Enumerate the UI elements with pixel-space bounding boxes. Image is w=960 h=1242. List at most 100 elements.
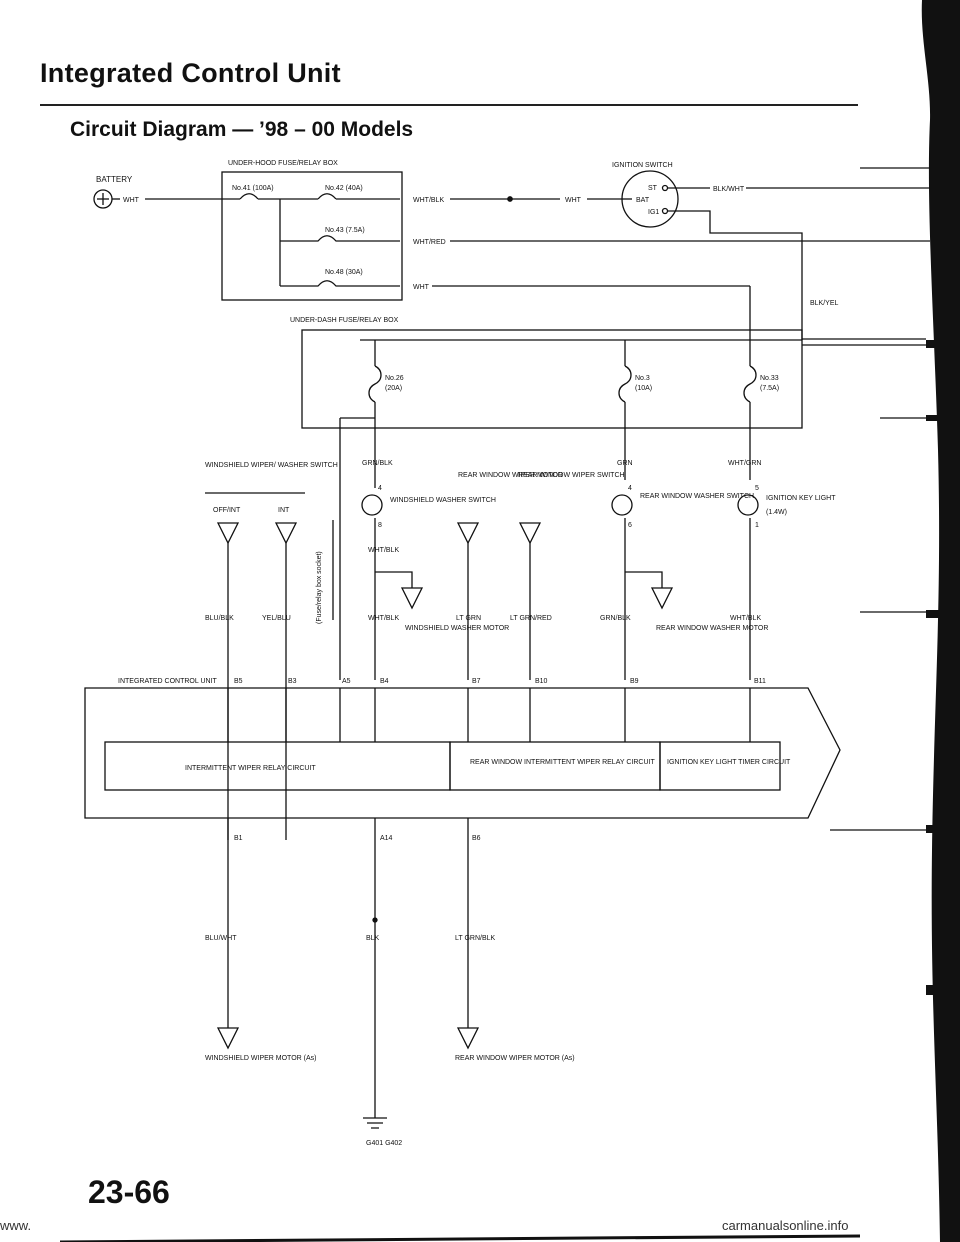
page-edge: [921, 0, 960, 1242]
rear-wiper-motor-as-icon: [456, 1027, 480, 1050]
intermittent-relay-label: INTERMITTENT WIPER RELAY CIRCUIT: [185, 765, 316, 772]
blk-splice: [372, 917, 378, 923]
rw-pin-4: 4: [628, 485, 632, 492]
rw-washer-branch: [625, 571, 663, 588]
fuse-3-label: No.3: [635, 375, 650, 382]
ws-washer-motor-label: WINDSHIELD WASHER MOTOR: [405, 625, 509, 632]
pin-b5: B5: [234, 678, 243, 685]
ws-washer-branch: [375, 571, 413, 588]
ignition-switch-label: IGNITION SWITCH: [612, 162, 673, 169]
wire-wht-underhood: WHT: [413, 284, 430, 291]
wire-wht-blk-key: WHT/BLK: [730, 615, 761, 622]
off-int-terminal-icon: [216, 522, 240, 545]
fuse-3-icon: [618, 365, 632, 403]
page-number: 23-66: [88, 1174, 170, 1210]
icu-label: INTEGRATED CONTROL UNIT: [118, 678, 218, 685]
ignition-key-light-rating: (1.4W): [766, 509, 787, 516]
wire-grn-blk: GRN/BLK: [600, 615, 631, 622]
pin-a5: A5: [342, 678, 351, 685]
rear-washer-motor-label: REAR WINDOW WASHER MOTOR: [656, 625, 768, 632]
fuse-43-wire: [280, 235, 400, 242]
rear-washer-switch-icon: [611, 494, 633, 516]
pin-a14: A14: [380, 835, 393, 842]
wire-blk-yel: BLK/YEL: [810, 300, 839, 307]
ws-wiper-motor-label: WINDSHIELD WIPER MOTOR (As): [205, 1055, 316, 1062]
rear-washer-motor-icon: [650, 587, 674, 610]
key-pin-5: 5: [755, 485, 759, 492]
wire-wht-grn: WHT/GRN: [728, 460, 761, 467]
page-subtitle: Circuit Diagram — ’98 – 00 Models: [70, 118, 414, 141]
wire-wht-ign: WHT: [565, 197, 582, 204]
fuse-42-label: No.42 (40A): [325, 185, 363, 192]
ign-bat: BAT: [636, 197, 650, 204]
fuse-48-wire: [280, 280, 400, 287]
ign-ig1-terminal: [661, 207, 669, 215]
icu-body: [84, 687, 841, 819]
wire-blk-wht: BLK/WHT: [713, 186, 745, 193]
pin-b6: B6: [472, 835, 481, 842]
wire-wht-red: WHT/RED: [413, 239, 446, 246]
pin-b7: B7: [472, 678, 481, 685]
ground-label: G401 G402: [366, 1140, 402, 1147]
pin-b11: B11: [754, 678, 766, 685]
wire-grn: GRN: [617, 460, 633, 467]
page-title: Integrated Control Unit: [40, 58, 341, 88]
watermark-right: carmanualsonline.info: [722, 1218, 849, 1233]
ground-icon: [363, 1117, 387, 1129]
wire-yel-blu: YEL/BLU: [262, 615, 291, 622]
wire-wht-blk-ws2: WHT/BLK: [368, 615, 399, 622]
wire-wht-blk-top: WHT/BLK: [413, 197, 444, 204]
rear-wiper-motor-as-label: REAR WINDOW WIPER MOTOR (As): [455, 1055, 575, 1062]
ign-key-timer-label: IGNITION KEY LIGHT TIMER CIRCUIT: [667, 759, 791, 766]
fuse-26-icon: [368, 365, 382, 403]
rear-intermittent-relay-block: [449, 741, 661, 791]
ws-washer-motor-icon: [400, 587, 424, 610]
pin-b4: B4: [380, 678, 389, 685]
pin-b9: B9: [630, 678, 639, 685]
int-terminal-icon: [274, 522, 298, 545]
rear-wiper-switch-terminal-icon: [518, 522, 542, 545]
ignition-key-light-icon: [737, 494, 759, 516]
wire-lt-grn-red: LT GRN/RED: [510, 615, 552, 622]
pin-b1: B1: [234, 835, 243, 842]
ws-washer-switch-icon: [361, 494, 383, 516]
wire-blk: BLK: [366, 935, 380, 942]
pin-b10: B10: [535, 678, 548, 685]
title-divider: [40, 104, 858, 106]
battery-label: BATTERY: [96, 175, 133, 184]
ws-washer-switch-label: WINDSHIELD WASHER SWITCH: [390, 497, 496, 504]
underhood-fuse-box: [221, 171, 403, 301]
fuse-48-label: No.48 (30A): [325, 269, 363, 276]
ign-ig1-wire: [667, 210, 803, 340]
ws-pin-8: 8: [378, 522, 382, 529]
rw-pin-6: 6: [628, 522, 632, 529]
wire-blu-blk: BLU/BLK: [205, 615, 234, 622]
ign-st-terminal: [661, 184, 669, 192]
underhood-box-label: UNDER-HOOD FUSE/RELAY BOX: [228, 160, 338, 167]
wire-grn-blk-top: GRN/BLK: [362, 460, 393, 467]
fuse-26-rating: (20A): [385, 385, 402, 392]
wire-blu-wht: BLU/WHT: [205, 935, 237, 942]
ign-ig1: IG1: [648, 209, 659, 216]
fuse-3-rating: (10A): [635, 385, 652, 392]
fuse-41-label: No.41 (100A): [232, 185, 274, 192]
edge-lines: [802, 167, 930, 831]
fuse-relay-socket-label: (Fuse/relay box socket): [316, 551, 323, 624]
fuse-26-branch: [339, 417, 375, 680]
bottom-rule: [59, 1234, 861, 1242]
fuse-33-rating: (7.5A): [760, 385, 779, 392]
rear-intermittent-relay-label: REAR WINDOW INTERMITTENT WIPER RELAY CIR…: [470, 759, 655, 766]
rear-wiper-switch-label: REAR WINDOW WIPER SWITCH: [518, 472, 625, 479]
fuse-26-label: No.26: [385, 375, 404, 382]
underdash-fuse-box: [301, 329, 803, 429]
pin-b3: B3: [288, 678, 297, 685]
wiper-switch-title: WINDSHIELD WIPER/ WASHER SWITCH: [205, 462, 338, 469]
wire-lt-grn: LT GRN: [456, 615, 481, 622]
int-label: INT: [278, 507, 290, 514]
underdash-box-label: UNDER-DASH FUSE/RELAY BOX: [290, 317, 399, 324]
rear-wiper-motor-terminal-icon: [456, 522, 480, 545]
rear-wiper-motor-label: REAR WINDOW WIPER MOTOR: [458, 472, 563, 479]
ignition-key-light-label: IGNITION KEY LIGHT: [766, 495, 836, 502]
key-pin-1: 1: [755, 522, 759, 529]
